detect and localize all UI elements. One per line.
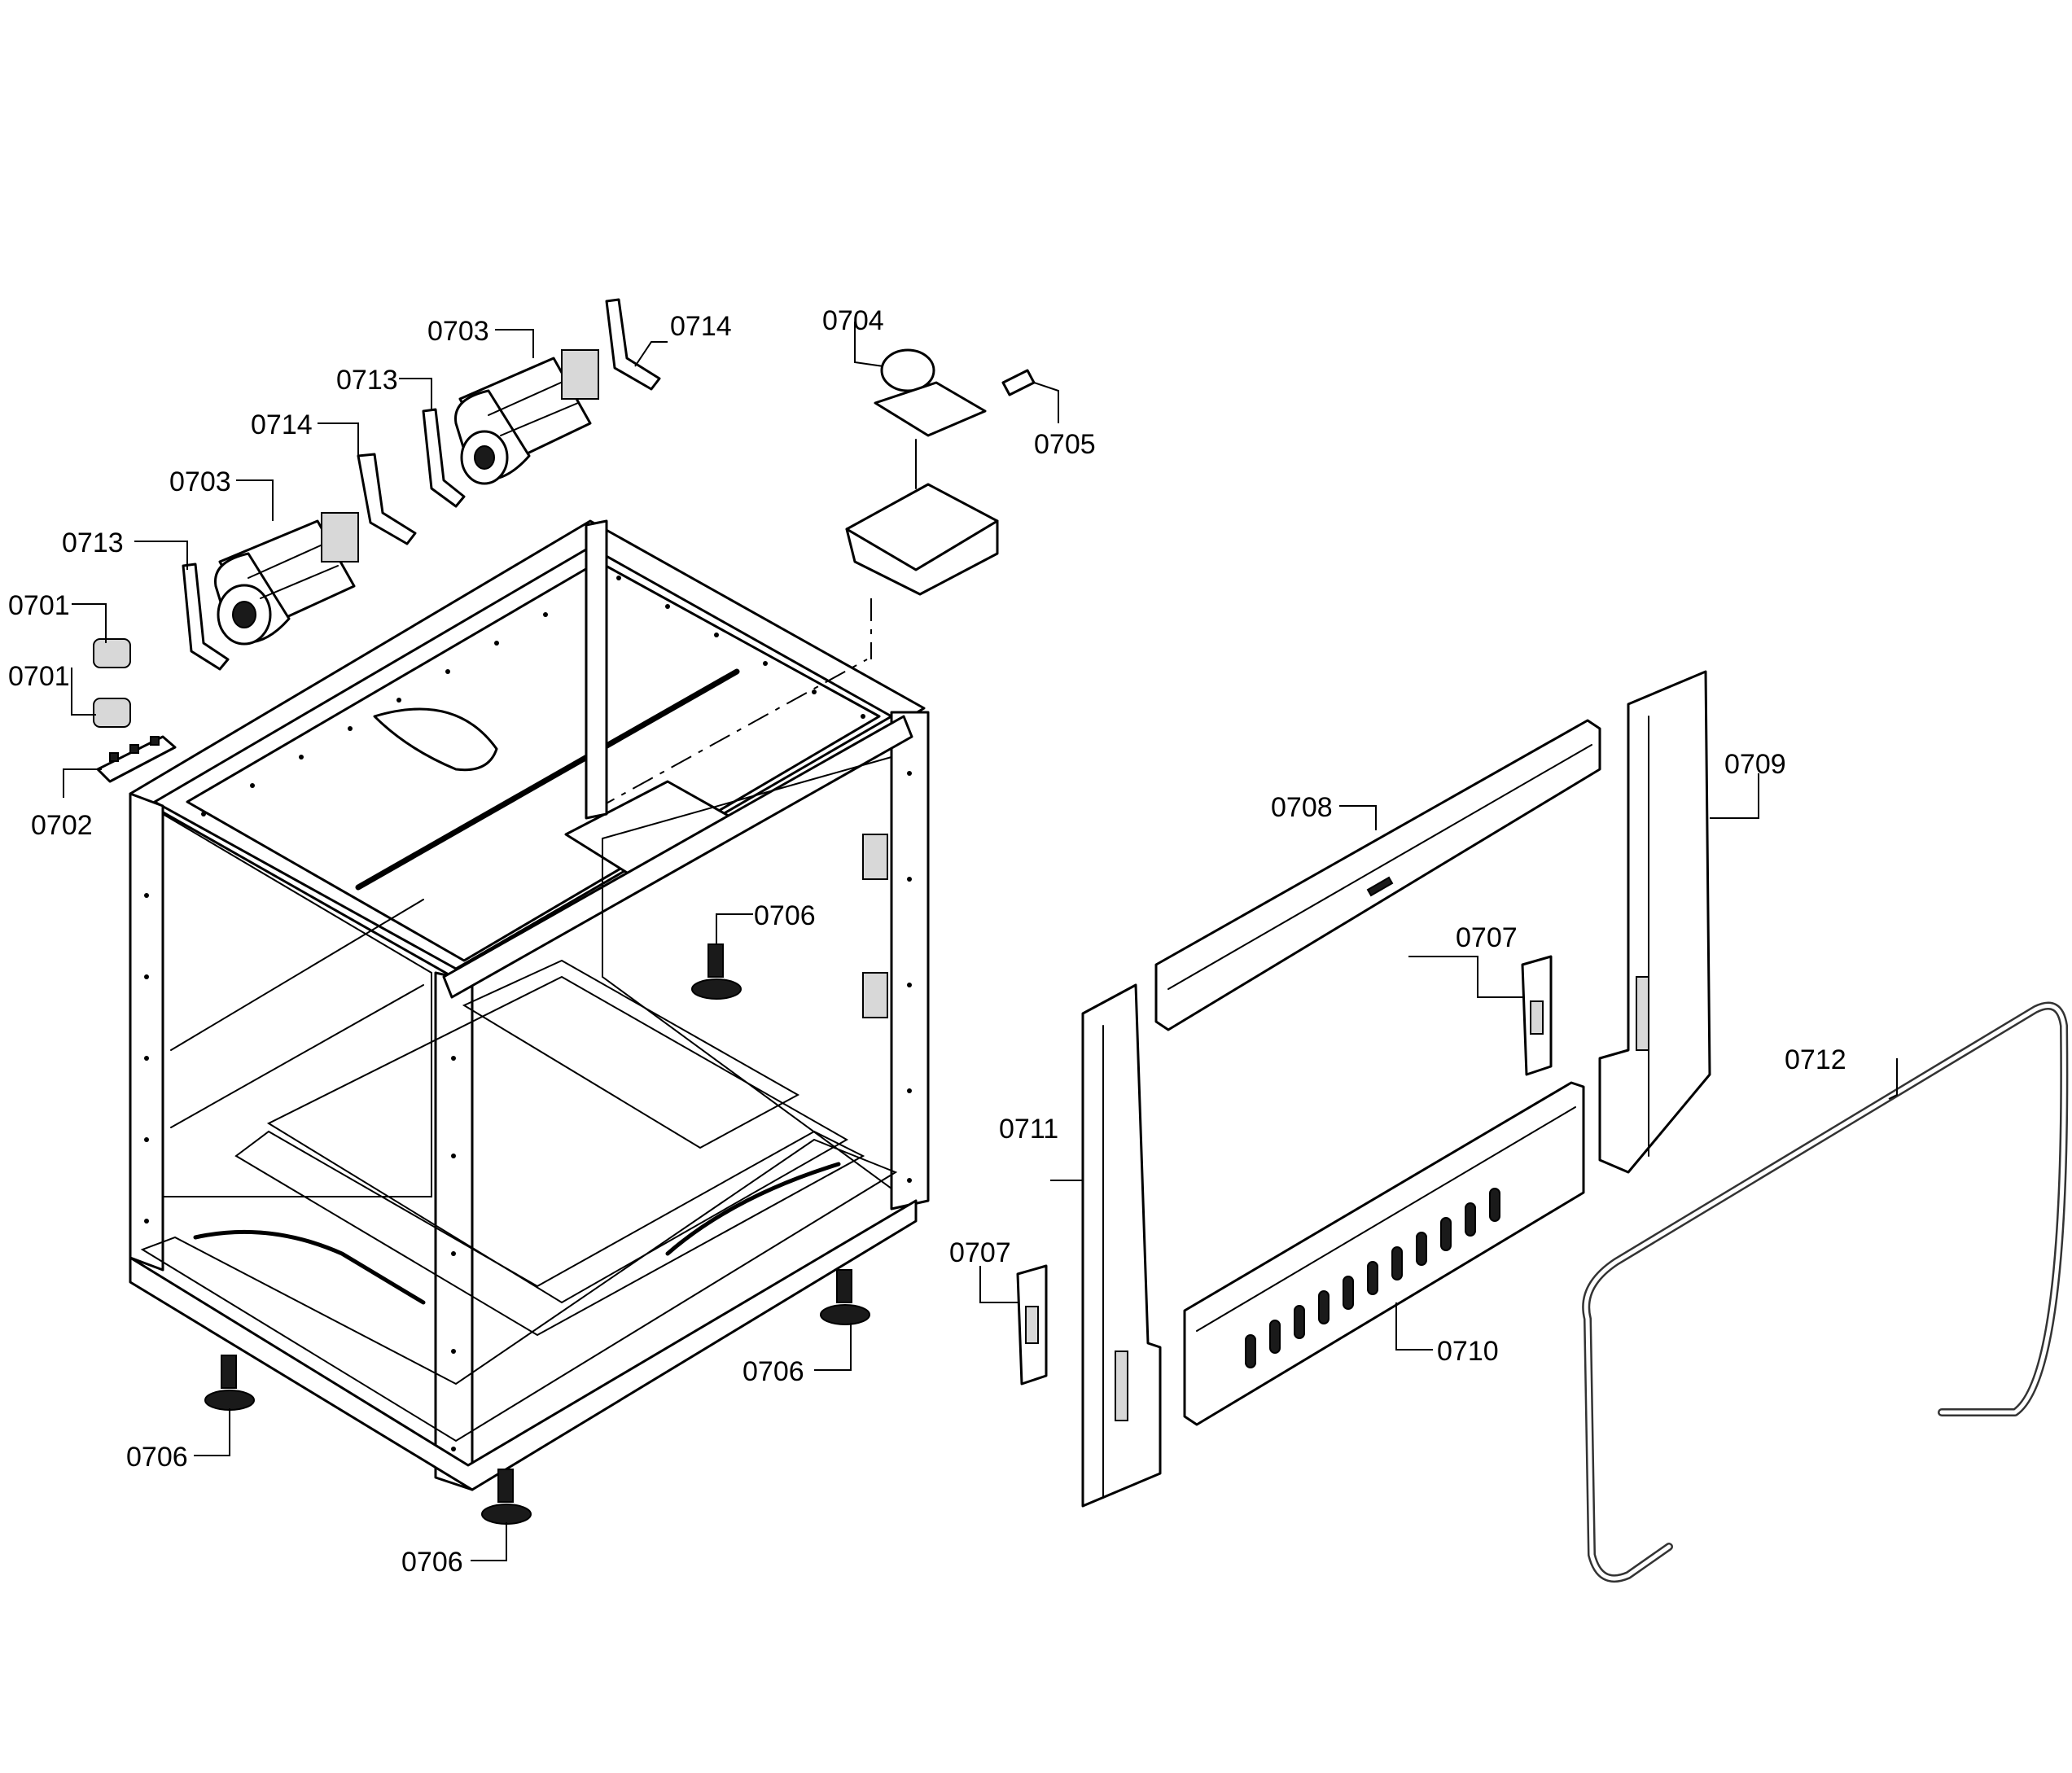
label-0709: 0709 [1724,749,1786,780]
label-0707-lower: 0707 [949,1237,1011,1268]
leveling-foot-3 [204,1355,255,1411]
vented-panel-0710 [1183,1081,1585,1426]
terminal-block [96,735,177,783]
part-labels: 0703 0714 0704 0705 0713 0714 0703 0713 … [8,305,1846,1578]
label-0712: 0712 [1785,1044,1846,1075]
leveling-foot-1 [691,943,742,1000]
side-channel-0711 [1081,983,1162,1508]
hinge-bracket-lower [1016,1264,1048,1386]
regulator-assembly [845,348,1036,659]
leader-lines [63,322,1898,1561]
rod-0712 [1582,1001,2069,1583]
switches [93,638,131,728]
label-0706-front: 0706 [401,1547,463,1578]
label-0714-upper: 0714 [670,311,732,342]
label-0701-lower: 0701 [8,661,70,692]
label-0708: 0708 [1271,792,1333,823]
label-0706-left: 0706 [126,1442,188,1473]
label-0713-upper: 0713 [336,365,398,396]
cabinet-frame [129,519,930,1491]
label-0706-right: 0706 [743,1356,804,1387]
label-0714-lower: 0714 [251,409,313,440]
leveling-foot-4 [481,1469,532,1525]
motor-brackets [182,298,661,671]
label-0705: 0705 [1034,429,1096,460]
label-0713-lower: 0713 [62,528,124,558]
label-0701-upper: 0701 [8,590,70,621]
fan-motor-upper [454,349,599,485]
fan-motor-lower [214,512,359,646]
leveling-foot-2 [820,1269,870,1325]
label-0702: 0702 [31,810,93,841]
side-channel-0709 [1598,670,1711,1174]
hinge-bracket-upper [1521,955,1553,1076]
top-rail-0708 [1154,719,1601,1031]
label-0703-upper: 0703 [427,316,489,347]
label-0711: 0711 [999,1114,1058,1145]
label-0703-lower: 0703 [169,466,231,497]
label-0704: 0704 [822,305,884,336]
label-0710: 0710 [1437,1336,1499,1367]
label-0706-rear: 0706 [754,900,816,931]
label-0707-upper: 0707 [1456,922,1518,953]
